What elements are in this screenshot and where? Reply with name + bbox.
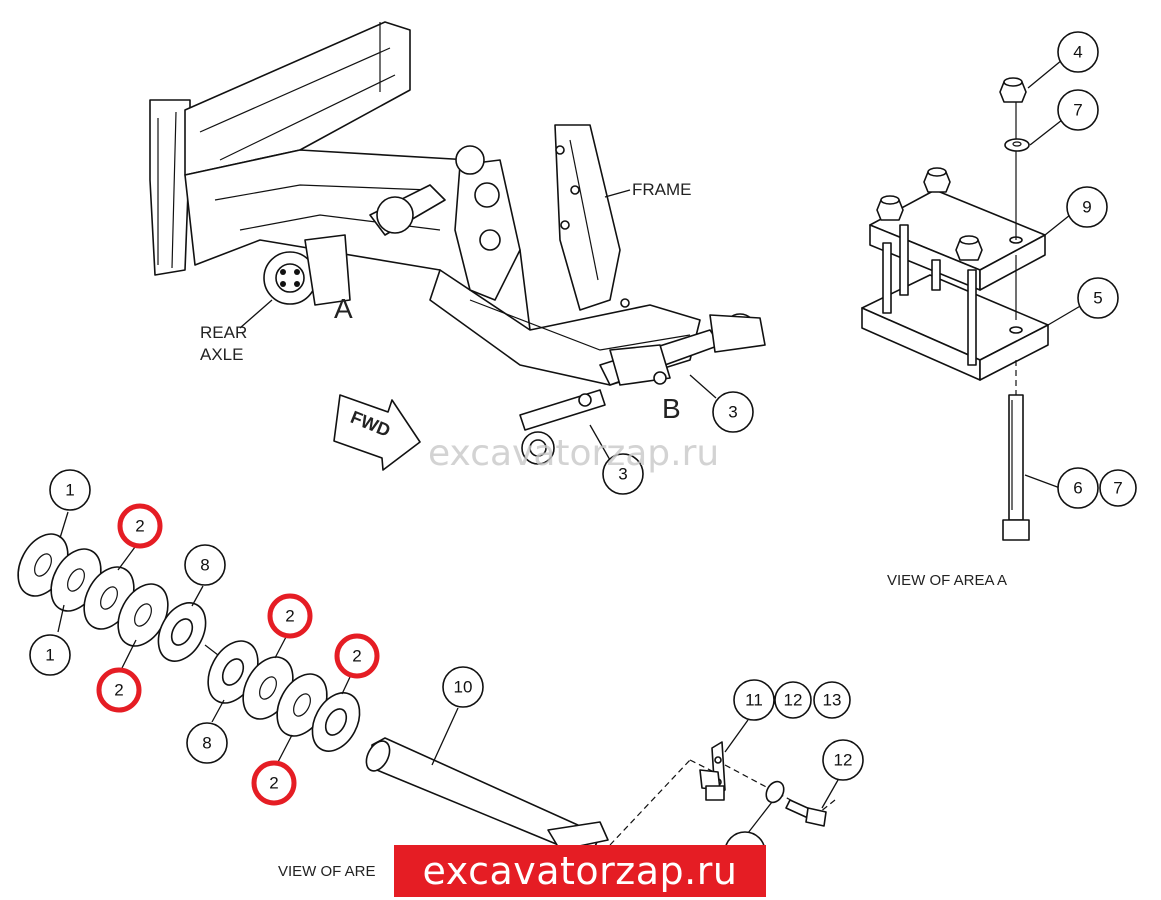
- frame-assembly: [149, 21, 766, 465]
- watermark-center: excavatorzap.ru: [428, 433, 719, 474]
- callout-b-10: 10: [442, 666, 484, 708]
- callout-b-2b: 2: [96, 667, 142, 713]
- watermark-banner: excavatorzap.ru: [394, 845, 766, 897]
- callout-b-2a: 2: [117, 503, 163, 549]
- svg-text:5: 5: [1093, 289, 1102, 308]
- forward-arrow-icon: FWD: [333, 394, 421, 471]
- svg-text:2: 2: [269, 774, 278, 793]
- callout-a-5: 5: [1077, 277, 1119, 319]
- svg-text:7: 7: [1073, 101, 1082, 120]
- svg-text:2: 2: [352, 647, 361, 666]
- svg-text:8: 8: [200, 556, 209, 575]
- svg-text:6: 6: [1073, 479, 1082, 498]
- svg-text:1: 1: [45, 646, 54, 665]
- frame-label: FRAME: [632, 180, 692, 199]
- callout-a-6: 6: [1057, 467, 1099, 509]
- rear-axle-label-1: REAR: [200, 323, 247, 342]
- svg-text:12: 12: [834, 751, 853, 770]
- callout-frame-3b: 3: [602, 453, 644, 495]
- svg-text:7: 7: [1113, 479, 1122, 498]
- svg-text:10: 10: [454, 678, 473, 697]
- svg-text:13: 13: [823, 691, 842, 710]
- area-b-label: B: [662, 393, 681, 424]
- svg-text:2: 2: [285, 607, 294, 626]
- svg-text:8: 8: [202, 734, 211, 753]
- callout-b-8a: 8: [184, 544, 226, 586]
- callout-b-11: 11: [733, 679, 775, 721]
- callout-b-2d: 2: [334, 633, 380, 679]
- callout-a-4: 4: [1057, 31, 1099, 73]
- svg-text:2: 2: [114, 681, 123, 700]
- view-area-a-caption: VIEW OF AREA A: [887, 572, 1007, 589]
- area-a-assembly: [861, 77, 1049, 541]
- area-a-label: A: [334, 293, 353, 324]
- callout-b-1b: 1: [29, 634, 71, 676]
- callout-b-8b: 8: [186, 722, 228, 764]
- svg-text:2: 2: [135, 517, 144, 536]
- svg-text:12: 12: [784, 691, 803, 710]
- rear-axle-label-2: AXLE: [200, 345, 243, 364]
- callout-frame-3a: 3: [712, 391, 754, 433]
- svg-text:9: 9: [1082, 198, 1091, 217]
- callout-a-7b: 7: [1099, 469, 1137, 507]
- callout-a-9: 9: [1066, 186, 1108, 228]
- callout-b-12b: 12: [822, 739, 864, 781]
- callout-b-2e: 2: [251, 760, 297, 806]
- svg-text:11: 11: [745, 691, 763, 710]
- callout-b-1a: 1: [49, 469, 91, 511]
- callout-b-2c: 2: [267, 593, 313, 639]
- area-b-assembly: [17, 533, 836, 859]
- callout-b-13: 13: [813, 681, 851, 719]
- callout-b-12a: 12: [774, 681, 812, 719]
- svg-text:4: 4: [1073, 43, 1082, 62]
- svg-text:1: 1: [65, 481, 74, 500]
- svg-text:3: 3: [728, 403, 737, 422]
- svg-text:3: 3: [618, 465, 627, 484]
- view-area-b-caption: VIEW OF ARE: [278, 863, 376, 880]
- callout-a-7a: 7: [1057, 89, 1099, 131]
